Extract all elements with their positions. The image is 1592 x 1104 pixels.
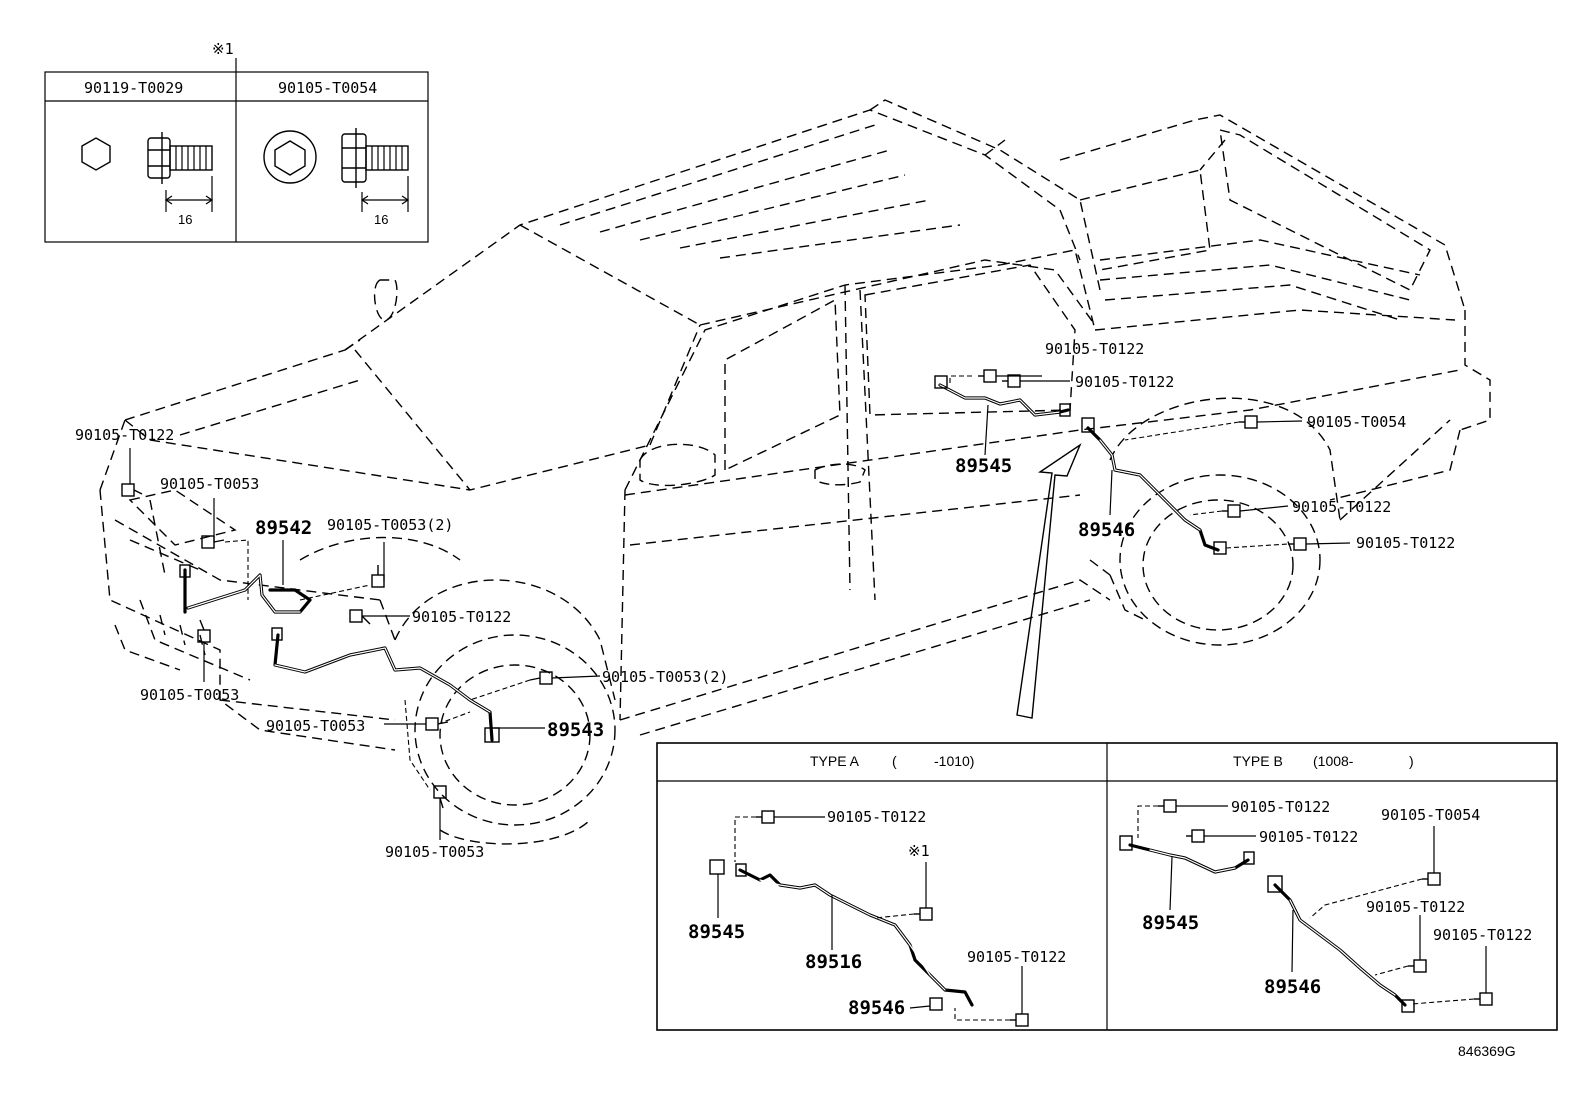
label-90105-T0122-f: 90105-T0122 (1356, 534, 1455, 552)
type-a-label-89545: 89545 (688, 921, 745, 943)
type-a-drawing (709, 810, 1029, 1027)
label-89542: 89542 (255, 517, 312, 539)
type-b-label-90105-T0122-c: 90105-T0122 (1366, 898, 1465, 916)
bolt-table-col-1: 90119-T0029 (84, 79, 183, 97)
label-90105-T0053-c: 90105-T0053 (266, 717, 365, 735)
type-a-header: TYPE A ( -1010) (810, 753, 974, 769)
bolt-icon (978, 369, 997, 383)
type-b-range-start: (1008- (1313, 753, 1354, 769)
flange-bolt-icon (341, 128, 409, 188)
dimension-label-2: 16 (374, 212, 388, 227)
bolt-icon (1239, 415, 1258, 429)
label-90105-T0053-a: 90105-T0053 (160, 475, 259, 493)
type-a-range-open: ( (892, 753, 897, 769)
type-a-note-mark: ※1 (908, 842, 930, 860)
type-detail-box: TYPE A ( -1010) TYPE B (1008- ) (656, 742, 1558, 1031)
label-90105-T0053-2-a: 90105-T0053(2) (327, 516, 453, 534)
type-b-title: TYPE B (1233, 753, 1283, 769)
rear-sensor-wiring (934, 369, 1351, 555)
type-b-range-close: ) (1409, 753, 1414, 769)
label-90105-T0053-2-b: 90105-T0053(2) (602, 668, 728, 686)
label-90105-T0053-b: 90105-T0053 (140, 686, 239, 704)
type-b-label-90105-T0122-b: 90105-T0122 (1259, 828, 1358, 846)
label-89545: 89545 (955, 455, 1012, 477)
bolt-icon (371, 565, 385, 588)
type-b-label-90105-T0122-a: 90105-T0122 (1231, 798, 1330, 816)
front-sensor-wiring (121, 448, 601, 840)
type-a-label-90105-T0122-a: 90105-T0122 (827, 808, 926, 826)
type-b-label-90105-T0122-d: 90105-T0122 (1433, 926, 1532, 944)
label-90105-T0122-b: 90105-T0122 (412, 608, 511, 626)
label-89546: 89546 (1078, 519, 1135, 541)
type-a-label-89546: 89546 (848, 997, 905, 1019)
bolt-table-col-2: 90105-T0054 (278, 79, 377, 97)
bolt-table: ※1 90119-T0029 90105-T0054 16 (44, 40, 429, 243)
bolt-icon (197, 619, 211, 643)
type-b-label-89546: 89546 (1264, 976, 1321, 998)
figure-id: 846369G (1458, 1043, 1516, 1059)
label-90105-T0122-e: 90105-T0122 (1292, 498, 1391, 516)
type-b-label-90105-T0054: 90105-T0054 (1381, 806, 1480, 824)
type-a-title: TYPE A (810, 753, 860, 769)
hex-head-icon (81, 137, 111, 171)
type-b-label-89545: 89545 (1142, 912, 1199, 934)
label-89543: 89543 (547, 719, 604, 741)
type-a-label-89516: 89516 (805, 951, 862, 973)
label-90105-T0122-d: 90105-T0122 (1075, 373, 1174, 391)
dimension-label-1: 16 (178, 212, 192, 227)
bolt-icon (529, 671, 553, 685)
label-90105-T0122-c: 90105-T0122 (1045, 340, 1144, 358)
type-a-range-end: -1010) (934, 753, 974, 769)
label-90105-T0122-a: 90105-T0122 (75, 426, 174, 444)
type-a-label-90105-T0122-b: 90105-T0122 (967, 948, 1066, 966)
type-b-header: TYPE B (1008- ) (1233, 753, 1414, 769)
flange-bolt-icon (147, 132, 213, 184)
flange-head-icon (263, 130, 317, 184)
bolt-icon (121, 483, 143, 497)
bolt-icon (425, 717, 449, 731)
bolt-icon (1222, 504, 1241, 518)
bolt-icon (1002, 374, 1021, 388)
main-labels: 90105-T0122 90105-T0053 89542 90105-T005… (75, 340, 1455, 861)
note-mark-top: ※1 (212, 40, 234, 58)
label-90105-T0053-d: 90105-T0053 (385, 843, 484, 861)
label-90105-T0054-a: 90105-T0054 (1307, 413, 1406, 431)
type-b-drawing (1119, 799, 1493, 1013)
vehicle-phantom-outline (99, 99, 1491, 845)
bolt-icon (349, 609, 371, 625)
arrow-icon (1016, 443, 1082, 719)
